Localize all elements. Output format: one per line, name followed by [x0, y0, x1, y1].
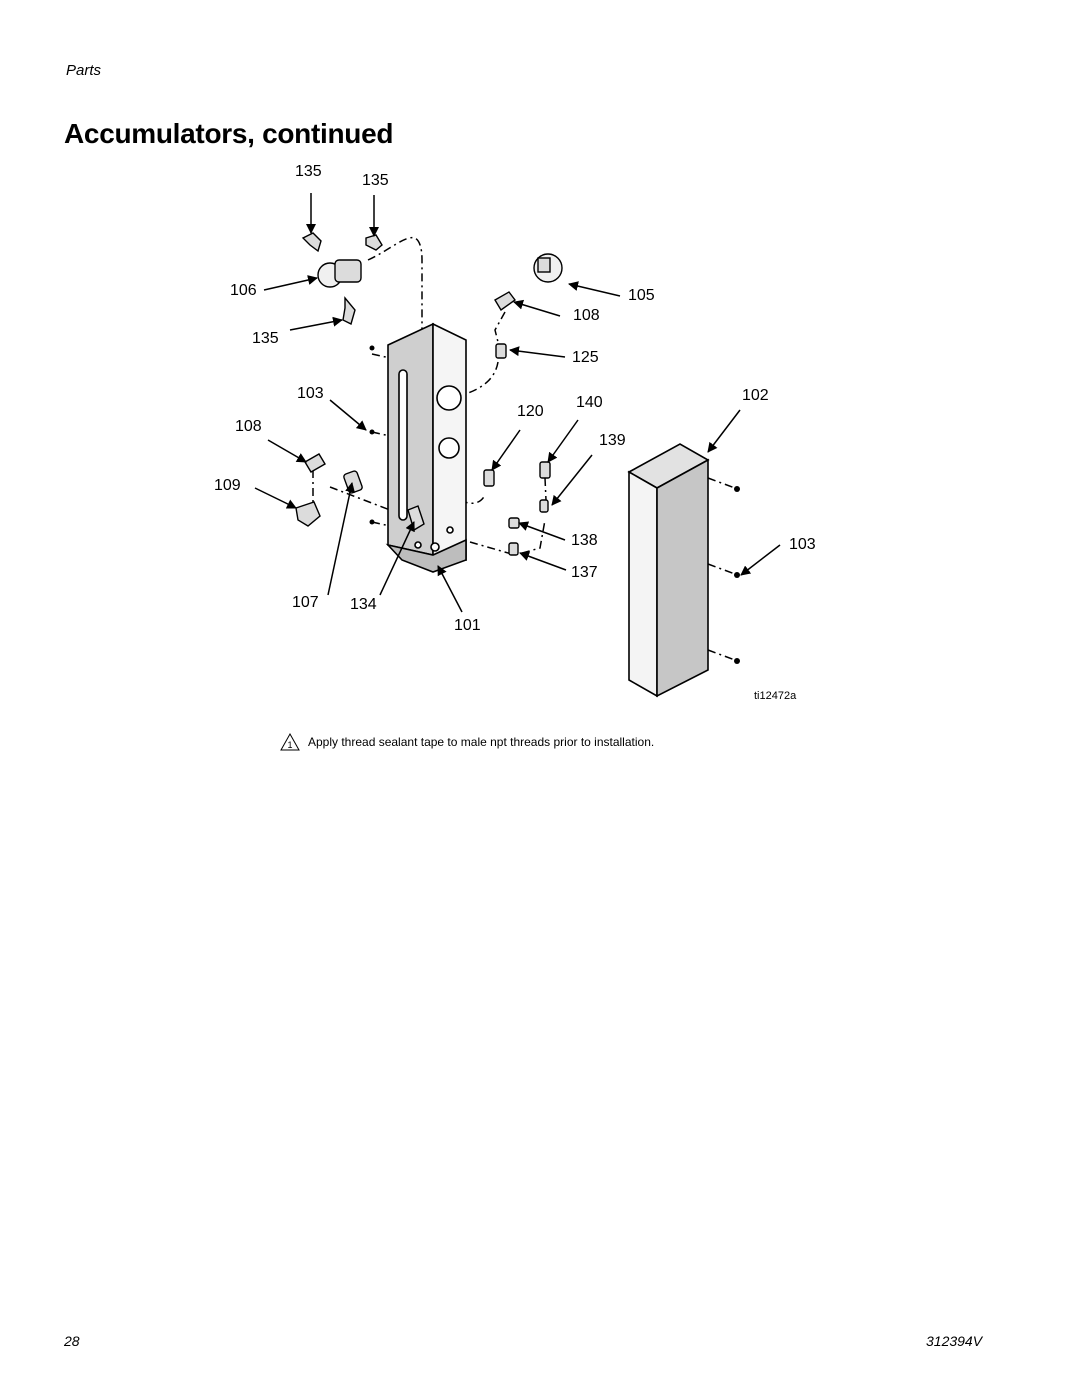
callout-102: 102: [742, 387, 769, 404]
callout-139: 139: [599, 432, 626, 449]
accumulator-cover: [627, 443, 710, 698]
callout-140: 140: [576, 394, 603, 411]
section-label: Parts: [66, 62, 102, 79]
note-triangle-icon: 1: [280, 733, 300, 751]
callout-125: 125: [572, 349, 599, 366]
components: [295, 232, 563, 556]
callout-135: 135: [252, 330, 279, 347]
page-number: 28: [64, 1333, 80, 1349]
callout-101: 101: [454, 617, 481, 634]
parts-diagram: [254, 193, 781, 698]
note-text: Apply thread sealant tape to male npt th…: [308, 735, 655, 749]
cover-screws: [369, 345, 740, 664]
callout-103: 103: [789, 536, 816, 553]
callout-103: 103: [297, 385, 324, 402]
callout-120: 120: [517, 403, 544, 420]
callout-109: 109: [214, 477, 241, 494]
note-symbol: 1: [287, 740, 292, 750]
callout-134: 134: [350, 596, 377, 613]
page-title: Accumulators, continued: [64, 118, 394, 149]
callout-137: 137: [571, 564, 598, 581]
callout-107: 107: [292, 594, 319, 611]
callout-106: 106: [230, 282, 257, 299]
figure-reference-id: ti12472a: [754, 690, 797, 702]
document-number: 312394V: [926, 1333, 983, 1349]
sealant-note: 1 Apply thread sealant tape to male npt …: [280, 733, 654, 751]
callout-135: 135: [362, 172, 389, 189]
callout-108: 108: [573, 307, 600, 324]
callout-leaders: [254, 193, 781, 613]
callout-135: 135: [295, 163, 322, 180]
callout-138: 138: [571, 532, 598, 549]
callout-105: 105: [628, 287, 655, 304]
callout-108: 108: [235, 418, 262, 435]
accumulator-bracket: [385, 322, 467, 573]
